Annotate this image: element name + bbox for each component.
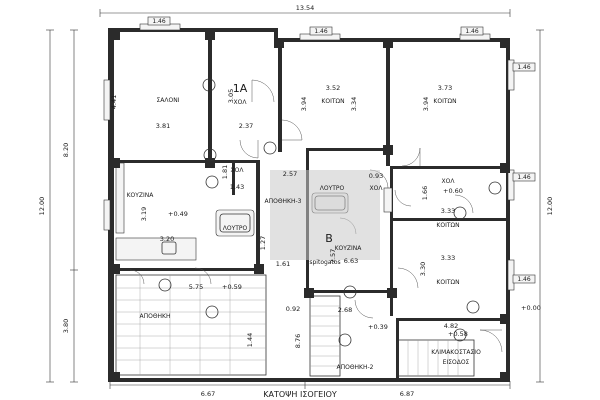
level-eisodos: +0.58 [448, 330, 468, 338]
window-tag-1: 1.46 [152, 18, 166, 25]
dim-268: 2.68 [338, 306, 352, 314]
apartment-b-label: B [325, 232, 333, 245]
dim-161: 1.61 [276, 260, 290, 268]
room-apothiki-3: ΑΠΟΘΗΚΗ-3 [264, 198, 301, 205]
dim-kouzina-h: 3.19 [140, 207, 148, 221]
level-lobby: +0.39 [368, 323, 388, 331]
room-xol-1a: ΧΟΛ [234, 99, 248, 106]
level-entrance: +0.00 [521, 304, 541, 312]
drawing-title: ΚΑΤΟΨΗ ΙΣΟΓΕΙΟΥ [263, 390, 337, 399]
window-tag-3: 1.46 [465, 28, 479, 35]
window-tag-6: 1.46 [517, 276, 531, 283]
dim-saloni-h: 4.41 [110, 95, 118, 109]
dim-127: 1.27 [259, 236, 267, 250]
level-xol-right: +0.60 [443, 187, 463, 195]
dim-482: 4.82 [444, 322, 458, 330]
dim-koiton2-w: 3.73 [438, 84, 452, 92]
dim-koiton1-h1: 3.94 [300, 97, 308, 111]
room-xol-mid: ΧΟΛ [231, 167, 245, 174]
room-loutro-2: ΛΟΥΤΡΟ [223, 225, 248, 232]
window-tags: 1.46 1.46 1.46 1.46 1.46 1.46 [147, 16, 536, 284]
level-kouzina: +0.49 [168, 210, 188, 218]
dim-092: 0.92 [286, 305, 300, 313]
dim-left-height: 12.00 [38, 197, 46, 216]
apartment-1a-label: 1A [233, 82, 248, 95]
window-tag-5: 1.46 [517, 174, 531, 181]
dim-181: 1.81 [221, 165, 229, 179]
dim-257: 2.57 [329, 249, 337, 263]
dim-kouzina-w: 3.20 [160, 235, 174, 243]
room-saloni: ΣΑΛΟΝΙ [157, 97, 180, 104]
dim-575: 5.75 [189, 283, 203, 291]
stairs-middle [309, 295, 341, 377]
dim-xol-1a-w: 2.37 [239, 122, 253, 130]
dim-saloni-w: 3.81 [156, 122, 170, 130]
dim-876: 8.76 [294, 334, 302, 348]
room-klimakostasio: ΚΛΙΜΑΚΟΣΤΑΣΙΟ [431, 349, 481, 356]
stairs-right [397, 339, 475, 377]
dim-koiton1-w: 3.52 [326, 84, 340, 92]
stairs-left [115, 274, 267, 376]
room-xol-b: ΧΟΛ [370, 185, 384, 192]
watermark: spitogatos [270, 170, 380, 266]
level-stamps [158, 78, 502, 347]
dim-koiton1-h2: 3.34 [350, 97, 358, 111]
watermark-text: spitogatos [309, 259, 340, 266]
outer-walls [108, 28, 510, 382]
dim-330: 3.30 [419, 262, 427, 276]
dim-bottom-right: 6.87 [400, 390, 414, 398]
room-kouzina-b: ΚΟΥΖΙΝΑ [335, 245, 363, 252]
room-kouzina-1a: ΚΟΥΖΙΝΑ [127, 192, 155, 199]
dim-left-upper: 8.20 [62, 143, 70, 157]
dim-top-width: 13.54 [296, 4, 315, 12]
room-eisodos: ΕΙΣΟΔΟΣ [443, 359, 470, 366]
dim-left-lower: 3.80 [62, 319, 70, 333]
dim-143: 1.43 [230, 183, 244, 191]
dim-right-height: 12.00 [546, 197, 554, 216]
dim-333b: 3.33 [441, 254, 455, 262]
room-koiton-4: ΚΟΙΤΩΝ [436, 279, 459, 286]
dim-166: 1.66 [421, 186, 429, 200]
dim-xol-1a-h: 3.05 [227, 89, 235, 103]
dim-333: 3.33 [441, 207, 455, 215]
window-tag-2: 1.46 [314, 28, 328, 35]
room-koiton-1: ΚΟΙΤΩΝ [321, 98, 344, 105]
level-corridor: +0.59 [222, 283, 242, 291]
room-koiton-3: ΚΟΙΤΩΝ [436, 222, 459, 229]
dim-koiton2-h: 3.94 [422, 97, 430, 111]
dim-257v: 2.57 [283, 170, 297, 178]
dim-093: 0.93 [369, 172, 383, 180]
dim-bottom-left: 6.67 [201, 390, 215, 398]
room-apothiki-2: ΑΠΟΘΗΚΗ-2 [336, 364, 373, 371]
dim-144: 1.44 [246, 333, 254, 347]
room-xol-right: ΧΟΛ [442, 178, 456, 185]
dimension-lines [46, 9, 544, 389]
room-apothiki-left: ΑΠΟΘΗΚΗ [139, 313, 170, 320]
room-koiton-2: ΚΟΙΤΩΝ [433, 98, 456, 105]
window-tag-4: 1.46 [517, 64, 531, 71]
dim-663: 6.63 [344, 257, 358, 265]
room-loutro-1: ΛΟΥΤΡΟ [320, 185, 345, 192]
columns [110, 30, 510, 382]
